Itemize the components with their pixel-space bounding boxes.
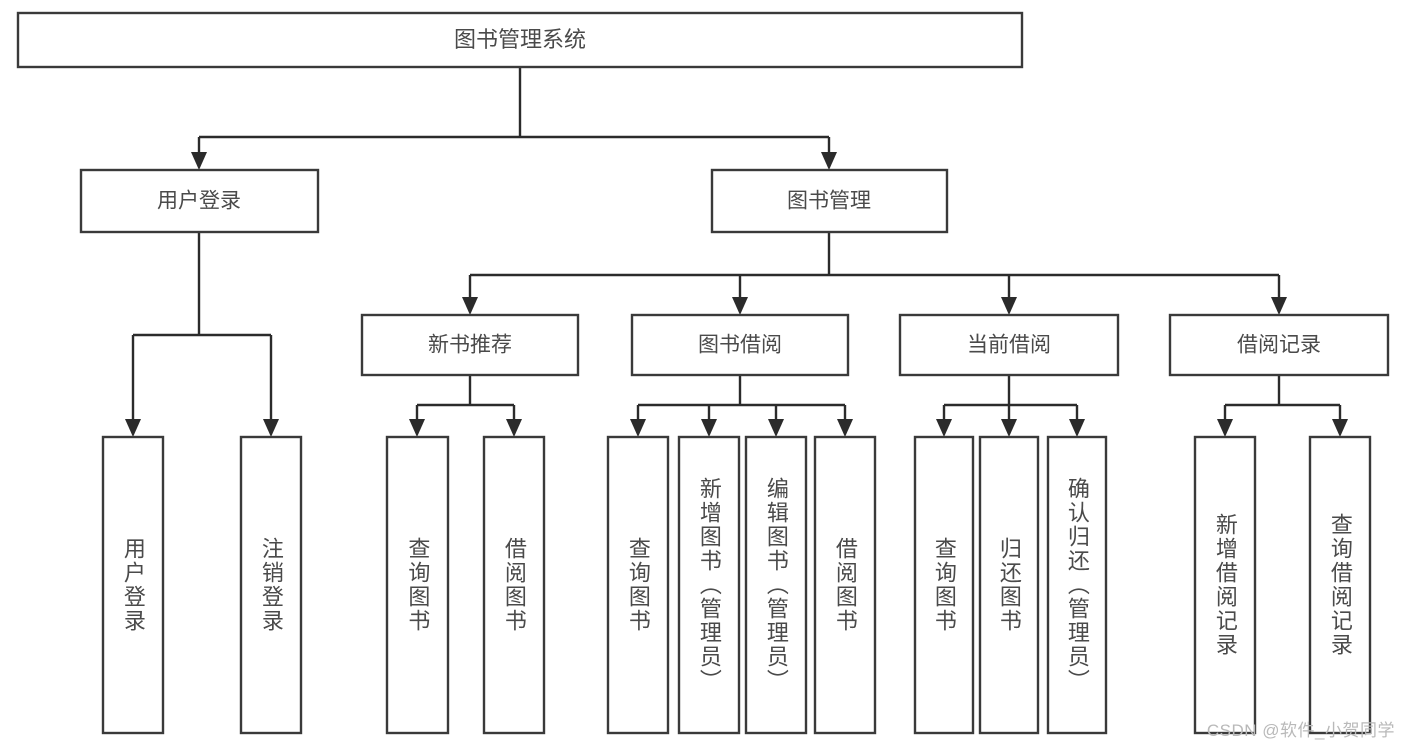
leaf-box-edit-book[interactable] — [744, 435, 808, 735]
node-root[interactable]: 图书管理系统 — [16, 11, 1024, 69]
leaf-box-query-borrow-record[interactable] — [1308, 435, 1372, 735]
node-current-borrow[interactable]: 当前借阅 — [898, 313, 1120, 377]
arrowhead-nbr-child-2 — [506, 419, 522, 437]
arrowhead-nbr-child-1 — [409, 419, 425, 437]
leaf-box-query-book-borrow[interactable] — [606, 435, 670, 735]
node-new-book-recommend[interactable]: 新书推荐 — [360, 313, 580, 377]
node-root-box[interactable] — [16, 11, 1024, 69]
connector-group-current-borrow — [936, 375, 1085, 437]
node-borrow-record-label: 借阅记录 — [1237, 334, 1321, 357]
connector-group-new-book-recommend — [409, 375, 522, 437]
leaf-box-add-borrow-record[interactable] — [1193, 435, 1257, 735]
arrowhead-bb-child-3 — [768, 419, 784, 437]
arrowhead-user-login-child-2 — [263, 419, 279, 437]
node-new-book-recommend-label: 新书推荐 — [428, 334, 512, 357]
leaf-box-borrow-book[interactable] — [813, 435, 877, 735]
leaf-box-return-book[interactable] — [978, 435, 1040, 735]
node-book-management[interactable]: 图书管理 — [710, 168, 949, 234]
connector-group-root — [191, 67, 837, 170]
leaf-box-query-book-current[interactable] — [913, 435, 975, 735]
connector-group-book-borrow — [630, 375, 853, 437]
leaf-boxes — [101, 435, 1372, 735]
arrowhead-cb-child-3 — [1069, 419, 1085, 437]
node-book-borrow-box[interactable] — [630, 313, 850, 377]
arrowhead-root-to-book-management — [821, 152, 837, 170]
leaf-box-add-book[interactable] — [677, 435, 741, 735]
arrowhead-br-child-1 — [1217, 419, 1233, 437]
arrowhead-br-child-2 — [1332, 419, 1348, 437]
arrowhead-bm-child-3 — [1001, 297, 1017, 315]
arrowhead-bm-child-2 — [732, 297, 748, 315]
node-borrow-record-box[interactable] — [1168, 313, 1390, 377]
leaf-box-user-logout[interactable] — [239, 435, 303, 735]
node-user-login-box[interactable] — [79, 168, 320, 234]
arrowhead-root-to-user-login — [191, 152, 207, 170]
connector-group-user-login — [125, 232, 279, 437]
node-borrow-record[interactable]: 借阅记录 — [1168, 313, 1390, 377]
node-book-borrow-label: 图书借阅 — [698, 334, 782, 357]
node-current-borrow-label: 当前借阅 — [967, 334, 1051, 357]
arrowhead-cb-child-2 — [1001, 419, 1017, 437]
arrowhead-bb-child-1 — [630, 419, 646, 437]
leaf-box-query-book-rec[interactable] — [385, 435, 450, 735]
node-current-borrow-box[interactable] — [898, 313, 1120, 377]
node-root-label: 图书管理系统 — [454, 27, 586, 52]
node-book-borrow[interactable]: 图书借阅 — [630, 313, 850, 377]
leaf-box-user-login[interactable] — [101, 435, 165, 735]
node-user-login[interactable]: 用户登录 — [79, 168, 320, 234]
arrowhead-user-login-child-1 — [125, 419, 141, 437]
arrowhead-bm-child-4 — [1271, 297, 1287, 315]
node-book-management-label: 图书管理 — [787, 190, 871, 213]
node-new-book-recommend-box[interactable] — [360, 313, 580, 377]
csdn-watermark: CSDN @软件_小贺同学 — [1206, 721, 1395, 740]
node-user-login-label: 用户登录 — [157, 190, 241, 213]
arrowhead-bb-child-4 — [837, 419, 853, 437]
node-book-management-box[interactable] — [710, 168, 949, 234]
arrowhead-bm-child-1 — [462, 297, 478, 315]
leaf-box-confirm-return[interactable] — [1046, 435, 1108, 735]
arrowhead-bb-child-2 — [701, 419, 717, 437]
leaf-box-borrow-book-rec[interactable] — [482, 435, 546, 735]
connector-group-borrow-record — [1217, 375, 1348, 437]
connector-group-book-management — [462, 232, 1287, 315]
arrowhead-cb-child-1 — [936, 419, 952, 437]
